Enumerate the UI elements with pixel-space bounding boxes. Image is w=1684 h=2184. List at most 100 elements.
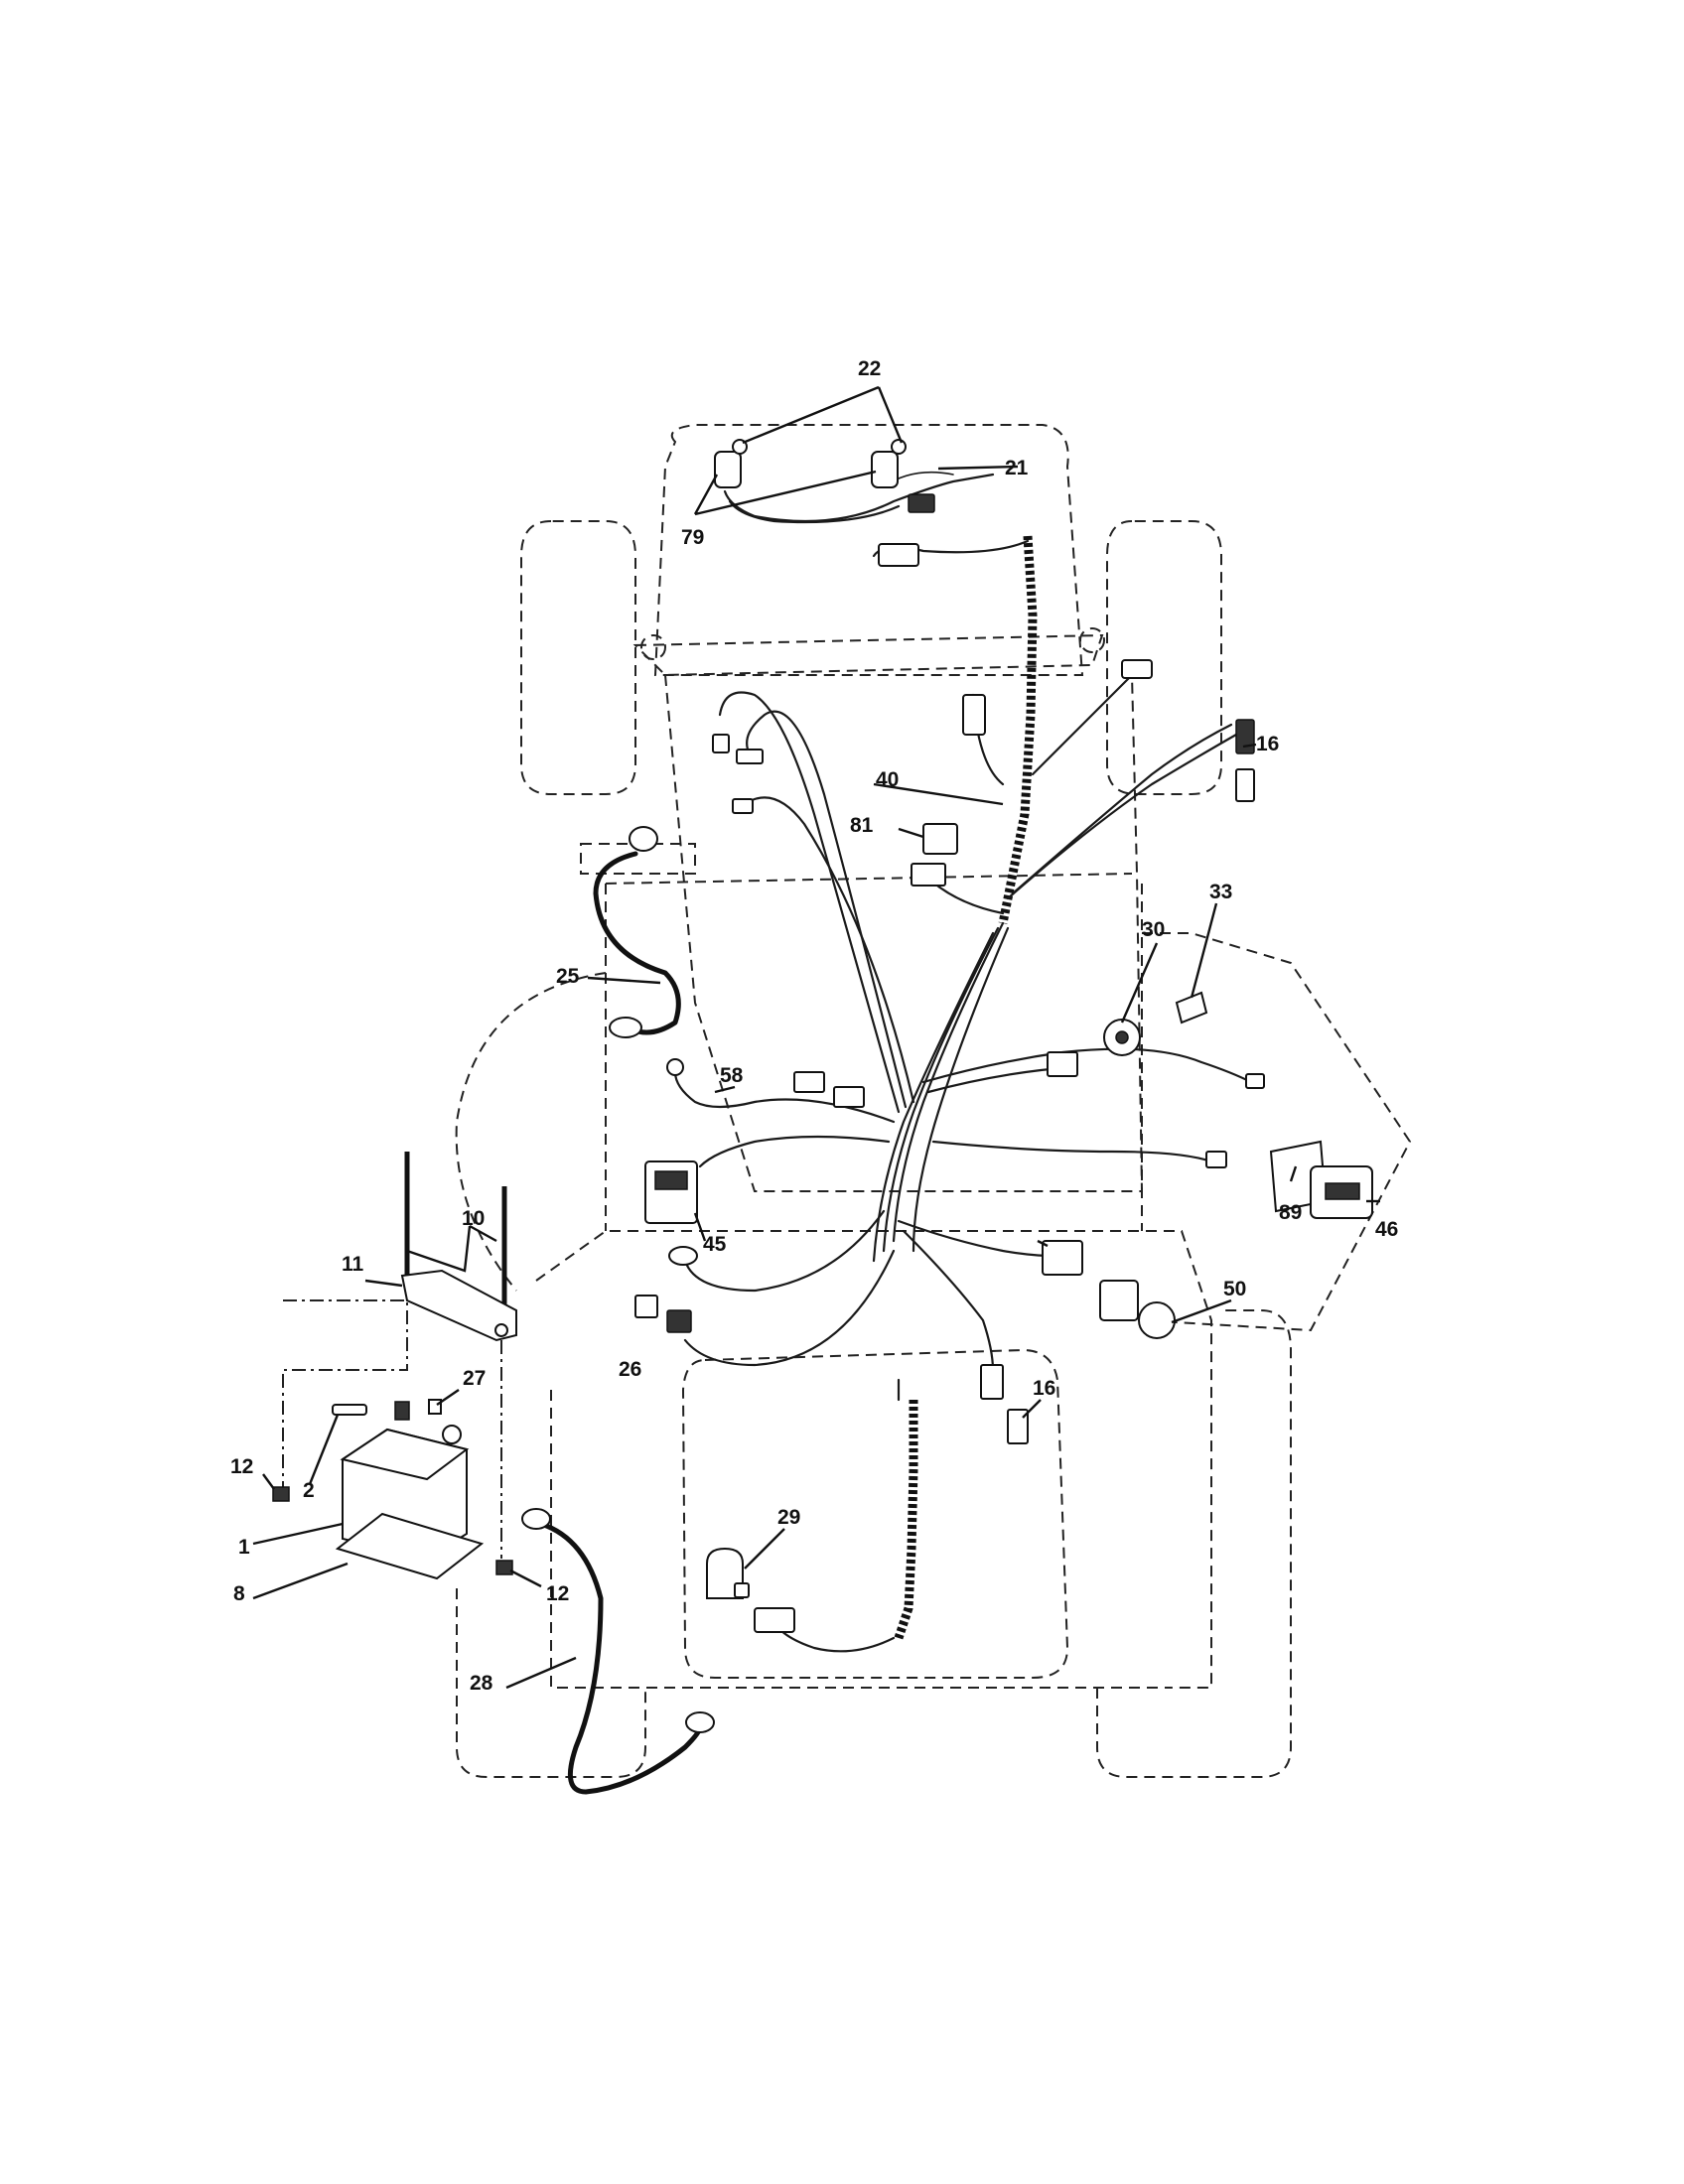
callout-33: 33 — [1209, 881, 1232, 903]
connector-right-upper — [1121, 659, 1153, 679]
battery-cable-28-ring-bottom — [685, 1711, 715, 1733]
connector-16-lower — [980, 1364, 1004, 1400]
clip-12-left — [272, 1486, 290, 1502]
callout-50: 50 — [1223, 1278, 1246, 1300]
connector-16-upper-plug — [1235, 768, 1255, 802]
fender-left-arc — [455, 972, 607, 1292]
cable-25-boot — [629, 826, 658, 852]
callout-79: 79 — [681, 526, 704, 549]
callout-16-upper: 16 — [1256, 733, 1279, 755]
callout-16-lower: 16 — [1033, 1377, 1055, 1400]
callout-25: 25 — [556, 965, 580, 988]
solenoid-29-terminal — [734, 1582, 750, 1598]
ignition-switch-30-key — [1115, 1030, 1129, 1044]
pivot-left — [640, 634, 666, 660]
terminal-right-1 — [1245, 1073, 1265, 1089]
callout-8: 8 — [233, 1582, 245, 1605]
dash-panel — [1141, 932, 1412, 1332]
pto-switch-50 — [1099, 1280, 1139, 1321]
terminal-clip — [394, 1401, 410, 1421]
callout-10: 10 — [462, 1207, 485, 1230]
rear-right-tire — [1096, 1309, 1292, 1778]
holddown-11-hole — [494, 1323, 508, 1337]
terminal-left-2 — [736, 749, 764, 764]
front-axle-outline — [632, 633, 1104, 677]
main-harness — [666, 535, 1265, 1653]
headlight-connector — [908, 493, 935, 513]
holddown-11 — [400, 1269, 517, 1342]
callout-27: 27 — [463, 1367, 486, 1390]
screw-2 — [332, 1404, 367, 1416]
callout-1: 1 — [238, 1536, 250, 1559]
connector-16-lower-plug — [1007, 1409, 1029, 1444]
connector-58-a — [793, 1071, 825, 1093]
steering-column-outline — [605, 873, 1143, 1231]
callout-40: 40 — [876, 768, 899, 791]
callout-labels: 22 21 79 16 40 81 33 30 25 58 10 45 89 4… — [230, 357, 1398, 1695]
tractor-outline — [282, 424, 1412, 1778]
cable-25-ring — [609, 1017, 642, 1038]
bulb-right — [891, 439, 907, 455]
seat-switch-connector — [754, 1607, 795, 1633]
hourmeter-46-display — [1325, 1182, 1360, 1200]
leader-lines — [252, 385, 1380, 1690]
callout-58: 58 — [720, 1064, 744, 1087]
callout-30: 30 — [1142, 918, 1165, 941]
headlight-socket-left — [714, 451, 742, 488]
battery-1-top — [340, 1428, 470, 1481]
callout-46: 46 — [1375, 1218, 1398, 1241]
rear-left-tire — [456, 1588, 646, 1778]
battery-cable-28 — [538, 1521, 703, 1795]
callout-29: 29 — [777, 1506, 800, 1529]
clip-12-right — [495, 1560, 513, 1575]
callout-45: 45 — [703, 1233, 727, 1256]
fuse-26-holder — [666, 1309, 692, 1333]
tray-8 — [335, 1512, 485, 1580]
front-right-tire — [1106, 520, 1222, 795]
terminal-58 — [666, 1058, 684, 1076]
seat-deck — [535, 1230, 1212, 1689]
callout-22: 22 — [858, 357, 881, 380]
callout-28: 28 — [470, 1672, 493, 1695]
six-pin-connector — [1042, 1240, 1083, 1276]
callout-81: 81 — [850, 814, 874, 837]
pto-knob-50 — [1138, 1301, 1176, 1339]
right-components — [634, 823, 1373, 1599]
terminal-left-1 — [712, 734, 730, 753]
connector-58-b — [833, 1086, 865, 1108]
pivot-right — [1079, 627, 1105, 653]
part-25-cable — [593, 826, 681, 1038]
front-left-tire — [520, 520, 636, 795]
module-45-face — [654, 1170, 688, 1190]
frame-outline — [664, 674, 1144, 1192]
battery-bracket-dashdot — [282, 1299, 408, 1489]
battery-assembly — [272, 1152, 715, 1795]
terminal-right-2 — [1205, 1151, 1227, 1168]
headlight-socket-right — [871, 451, 899, 488]
hood-outline — [653, 424, 1084, 676]
headlight-harness — [714, 439, 995, 524]
callout-12-left: 12 — [230, 1455, 253, 1478]
connector-16-upper — [1235, 719, 1255, 754]
switch-connector — [1047, 1051, 1078, 1077]
battery-terminal-pos — [442, 1425, 462, 1444]
upper-coil — [998, 535, 1038, 924]
upper-connector — [878, 543, 919, 567]
lower-coil — [894, 1400, 918, 1640]
callout-21: 21 — [1005, 457, 1029, 479]
callout-12-right: 12 — [546, 1582, 569, 1605]
relay-81 — [922, 823, 958, 855]
callout-26: 26 — [619, 1358, 641, 1381]
connector-lower-left — [911, 863, 946, 887]
terminal-left-3 — [732, 798, 754, 814]
battery-cable-28-ring-top — [521, 1508, 551, 1530]
fuse-26 — [634, 1295, 658, 1318]
callout-89: 89 — [1279, 1201, 1302, 1224]
callout-2: 2 — [303, 1479, 315, 1502]
body-lower — [550, 1390, 1172, 1689]
connector-mid — [962, 694, 986, 736]
callout-11: 11 — [342, 1253, 364, 1276]
seat-pan — [681, 1348, 1069, 1679]
ground-ring — [668, 1246, 698, 1266]
